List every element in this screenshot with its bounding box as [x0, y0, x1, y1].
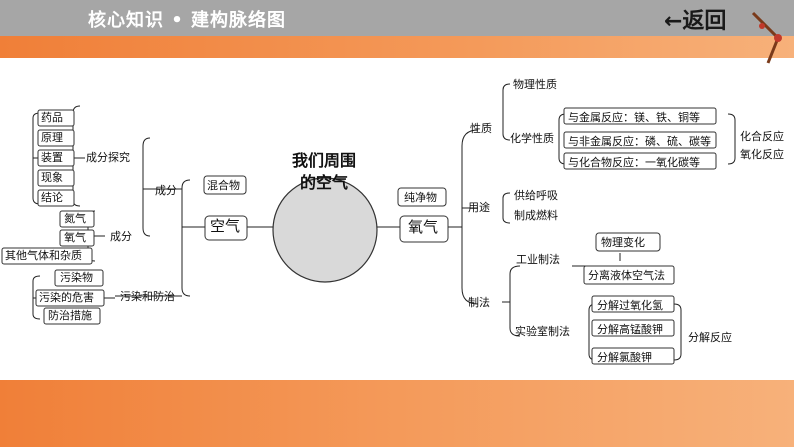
properties-label: 性质: [470, 122, 492, 135]
concept-map-lines: [1, 83, 736, 365]
explore-item-2: 原理: [41, 131, 63, 144]
pollution-item-1: 污染物: [60, 271, 93, 284]
header-bar: [0, 0, 794, 36]
lab-method-label: 实验室制法: [515, 325, 570, 338]
explore-item-3: 装置: [41, 151, 63, 164]
uses-label: 用途: [468, 201, 490, 214]
oxygen-type-label: 纯净物: [404, 191, 437, 204]
component-oxygen: 氧气: [64, 231, 86, 244]
reaction-metal: 与金属反应：镁、铁、铜等: [568, 111, 700, 124]
footer-accent-band: [0, 380, 794, 447]
pollution-item-3: 防治措施: [48, 309, 92, 322]
component-nitrogen: 氮气: [64, 212, 86, 225]
use-respiration: 供给呼吸: [514, 189, 558, 202]
component-others: 其他气体和杂质: [5, 249, 82, 262]
lab-reaction-type: 分解反应: [688, 331, 732, 344]
chemical-properties: 化学性质: [510, 132, 554, 145]
explore-label: 成分探究: [86, 151, 130, 164]
pollution-label: 污染和防治: [120, 290, 175, 303]
explore-item-4: 现象: [41, 171, 63, 184]
page-title: 核心知识 • 建构脉络图: [88, 10, 287, 31]
oxygen-node: 氧气: [408, 218, 439, 236]
center-topic-line1: 我们周围: [291, 151, 356, 170]
preparation-label: 制法: [468, 296, 490, 309]
component-group-label: 成分: [110, 230, 132, 243]
explore-item-5: 结论: [41, 191, 63, 204]
lab-method-3: 分解氯酸钾: [597, 351, 652, 364]
reaction-nonmetal: 与非金属反应：磷、硫、碳等: [568, 135, 711, 148]
lab-method-2: 分解高锰酸钾: [597, 323, 663, 336]
header-accent-band: [0, 36, 794, 58]
back-button[interactable]: ←返回: [664, 9, 727, 34]
lab-method-1: 分解过氧化氢: [597, 299, 663, 312]
use-fuel: 制成燃料: [514, 209, 558, 222]
center-topic-line2: 的空气: [299, 173, 348, 192]
physical-properties: 物理性质: [513, 78, 557, 91]
air-type-label: 混合物: [207, 179, 240, 192]
explore-item-1: 药品: [41, 111, 63, 124]
industrial-method-label: 工业制法: [516, 253, 560, 266]
air-composition-label: 成分: [155, 184, 177, 197]
air-node: 空气: [210, 217, 241, 235]
center-topic: 我们周围 的空气: [276, 150, 372, 194]
physical-change-label: 物理变化: [601, 236, 645, 249]
reaction-type-combination: 化合反应: [740, 130, 784, 143]
reaction-compound: 与化合物反应：一氧化碳等: [568, 156, 700, 169]
decoration-branch-icon: [751, 11, 782, 64]
reaction-type-oxidation: 氧化反应: [740, 148, 784, 161]
industrial-method: 分离液体空气法: [588, 269, 665, 282]
pollution-item-2: 污染的危害: [39, 291, 94, 304]
